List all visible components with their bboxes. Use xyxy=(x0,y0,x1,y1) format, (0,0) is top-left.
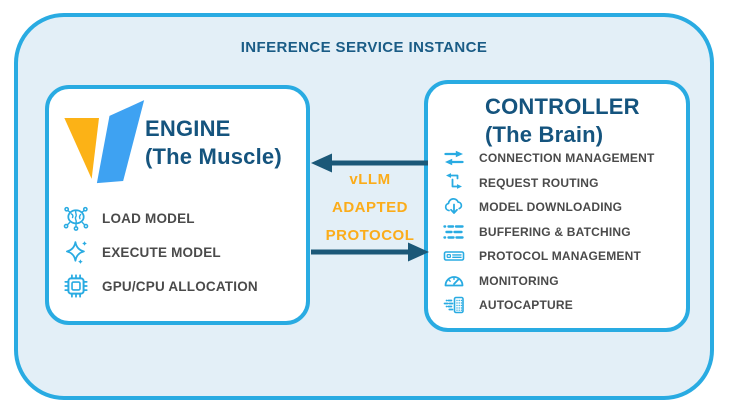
protocol-label: vLLM ADAPTED PROTOCOL xyxy=(310,166,430,250)
list-item: BUFFERING & BATCHING xyxy=(442,221,655,243)
list-item: MODEL DOWNLOADING xyxy=(442,196,655,218)
list-item: AUTOCAPTURE xyxy=(442,294,655,316)
list-item: PROTOCOL MANAGEMENT xyxy=(442,245,655,267)
protocol-label-line: vLLM xyxy=(349,171,391,188)
engine-title: ENGINE xyxy=(145,116,231,141)
list-item: GPU/CPU ALLOCATION xyxy=(62,269,258,303)
capture-doc-icon xyxy=(442,293,466,317)
arrow-engine-to-controller xyxy=(311,242,429,262)
engine-capabilities-list: LOAD MODEL EXECUTE MODEL xyxy=(62,201,258,303)
list-item: CONNECTION MANAGEMENT xyxy=(442,147,655,169)
routing-arrows-icon xyxy=(442,171,466,195)
controller-item-label: MONITORING xyxy=(479,273,559,288)
ai-brain-icon xyxy=(62,204,90,232)
controller-item-label: REQUEST ROUTING xyxy=(479,175,599,190)
controller-item-label: AUTOCAPTURE xyxy=(479,298,573,312)
bidirectional-arrows-icon xyxy=(442,146,466,170)
protocol-arrows xyxy=(311,153,429,262)
chip-icon xyxy=(62,272,90,300)
controller-item-label: PROTOCOL MANAGEMENT xyxy=(479,249,642,263)
controller-title: CONTROLLER xyxy=(485,94,640,119)
controller-box: CONTROLLER (The Brain) CONNECTION MANAGE… xyxy=(424,80,690,332)
inference-service-instance-container: INFERENCE SERVICE INSTANCE ENGINE (The M… xyxy=(14,13,714,400)
controller-item-label: CONNECTION MANAGEMENT xyxy=(479,151,655,165)
controller-item-label: BUFFERING & BATCHING xyxy=(479,224,631,239)
protocol-label-line: ADAPTED xyxy=(331,199,408,216)
engine-item-label: GPU/CPU ALLOCATION xyxy=(102,278,258,294)
list-item: MONITORING xyxy=(442,270,655,292)
diagram-title: INFERENCE SERVICE INSTANCE xyxy=(240,39,488,56)
controller-capabilities-list: CONNECTION MANAGEMENT REQUEST ROUTING xyxy=(442,147,655,319)
gauge-icon xyxy=(442,269,466,293)
vllm-logo-icon xyxy=(64,100,145,184)
engine-subtitle: (The Muscle) xyxy=(145,144,282,169)
controller-title-group: CONTROLLER (The Brain) xyxy=(485,93,640,149)
list-item: EXECUTE MODEL xyxy=(62,235,258,269)
list-item: REQUEST ROUTING xyxy=(442,172,655,194)
controller-subtitle: (The Brain) xyxy=(485,122,604,147)
sparkles-icon xyxy=(62,238,90,266)
arrow-controller-to-engine xyxy=(311,153,428,173)
engine-box: ENGINE (The Muscle) LOAD xyxy=(45,85,310,325)
list-item: LOAD MODEL xyxy=(62,201,258,235)
engine-item-label: LOAD MODEL xyxy=(102,210,195,226)
cloud-download-icon xyxy=(442,195,466,219)
engine-item-label: EXECUTE MODEL xyxy=(102,244,221,260)
protocol-label-line: PROTOCOL xyxy=(325,227,415,244)
server-box-icon xyxy=(442,244,466,268)
controller-item-label: MODEL DOWNLOADING xyxy=(479,200,623,214)
engine-title-group: ENGINE (The Muscle) xyxy=(145,115,282,171)
batch-queue-icon xyxy=(442,220,466,244)
